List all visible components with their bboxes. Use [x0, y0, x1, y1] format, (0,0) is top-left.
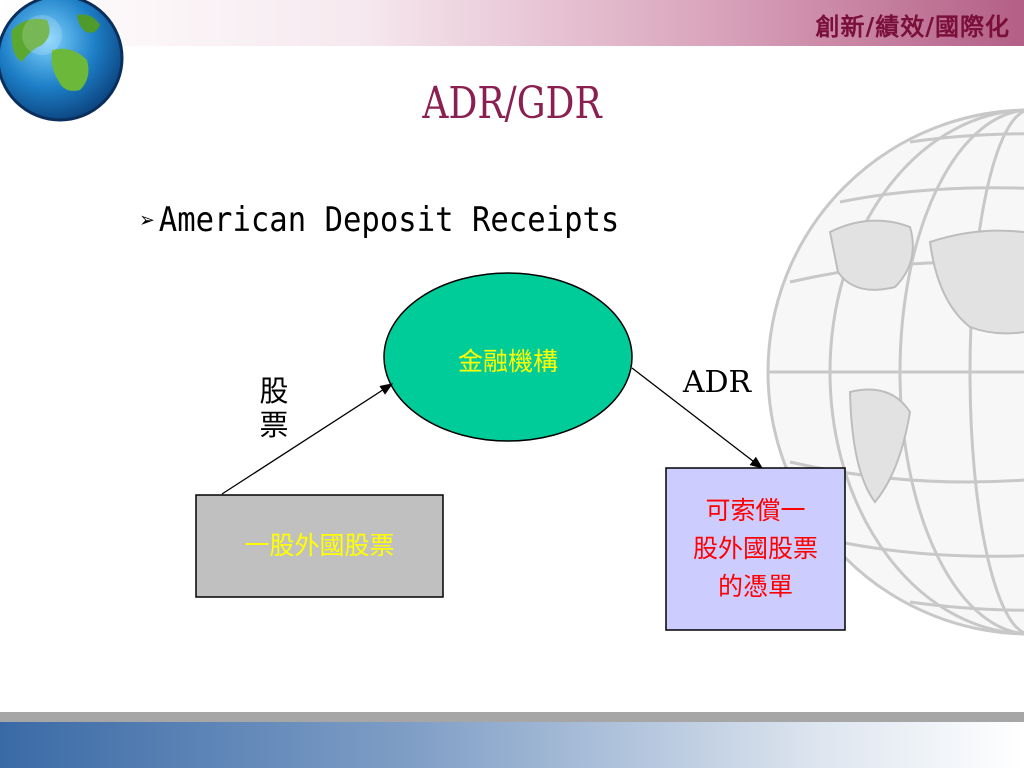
receipt-line-3: 的憑單 [717, 572, 793, 601]
institution-node [383, 272, 633, 442]
top-banner [0, 0, 1024, 46]
header-slogan: 創新/績效/國際化 [815, 12, 1010, 41]
receipt-line-1: 可索償一 [705, 496, 806, 525]
footer-banner [0, 722, 1024, 768]
slide-title: ADR/GDR [422, 78, 602, 129]
stock-label-top: 股 [259, 374, 289, 408]
institution-label: 金融機構 [457, 347, 558, 376]
bullet-arrow-icon: ➢ [140, 203, 156, 237]
foreign-stock-node [195, 494, 444, 598]
receipt-label: 可索償一 股外國股票 的憑單 [666, 492, 845, 606]
adr-arrow [631, 367, 764, 469]
receipt-node [665, 467, 846, 631]
footer-divider [0, 712, 1024, 722]
stock-arrow [221, 383, 394, 495]
stock-label-bottom: 票 [259, 408, 289, 442]
foreign-stock-label: 一股外國股票 [244, 531, 395, 560]
stock-label: 股 票 [246, 374, 302, 442]
globe-icon [0, 0, 124, 122]
adr-label: ADR [682, 365, 752, 400]
receipt-line-2: 股外國股票 [692, 534, 818, 563]
bullet-point: ➢ American Deposit Receipts [140, 200, 619, 240]
bullet-text: American Deposit Receipts [158, 200, 620, 240]
